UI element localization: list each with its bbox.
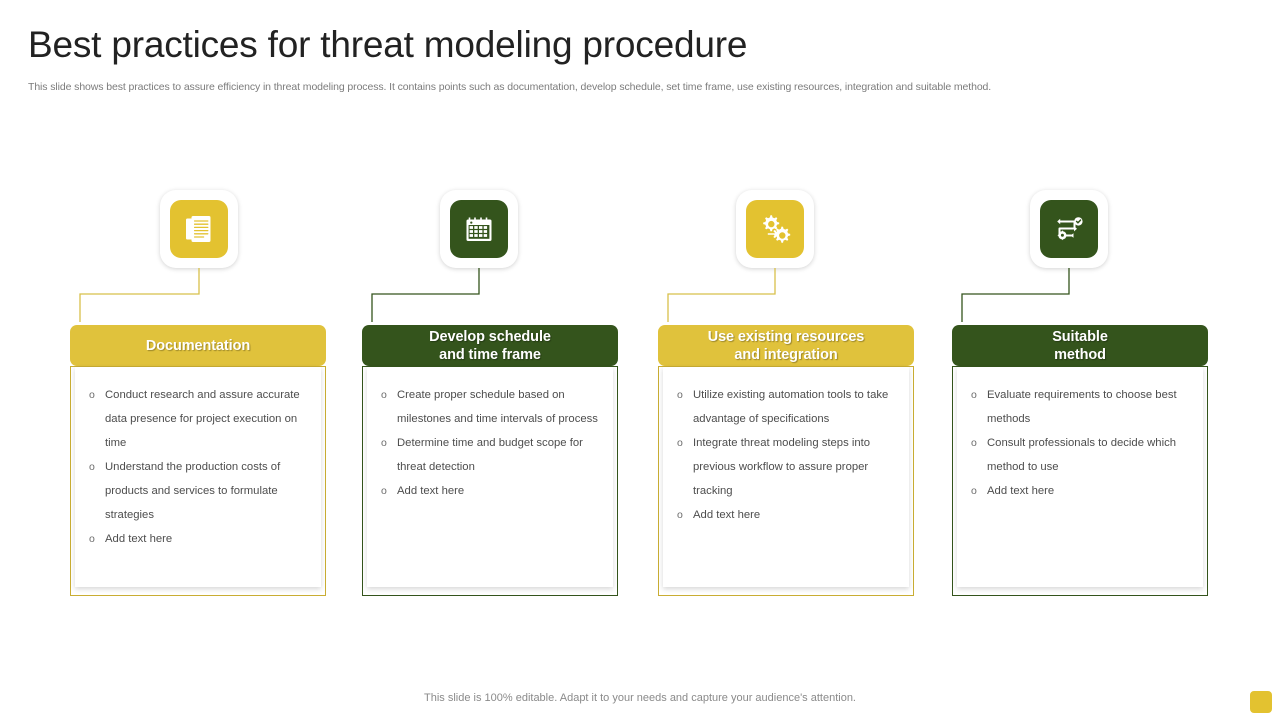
list-item: Determine time and budget scope for thre… bbox=[379, 431, 603, 479]
card-body-sheet: Utilize existing automation tools to tak… bbox=[663, 367, 909, 587]
card-heading-line: Suitable bbox=[1052, 328, 1108, 345]
page-subtitle: This slide shows best practices to assur… bbox=[28, 81, 992, 93]
card-body-sheet: Create proper schedule based on mileston… bbox=[367, 367, 613, 587]
icon-badge[interactable] bbox=[160, 190, 238, 268]
bullet-list: Utilize existing automation tools to tak… bbox=[675, 383, 899, 527]
card-body-sheet: Evaluate requirements to choose best met… bbox=[957, 367, 1203, 587]
card-heading-line: Documentation bbox=[145, 337, 251, 354]
connector-line bbox=[344, 268, 638, 322]
list-item: Integrate threat modeling steps into pre… bbox=[675, 431, 899, 503]
icon-badge[interactable] bbox=[1030, 190, 1108, 268]
list-item: Add text here bbox=[87, 527, 311, 551]
card-heading-line: Use existing resources bbox=[707, 328, 865, 345]
list-item: Conduct research and assure accurate dat… bbox=[87, 383, 311, 455]
footer-note: This slide is 100% editable. Adapt it to… bbox=[424, 692, 856, 704]
bullet-list: Conduct research and assure accurate dat… bbox=[87, 383, 311, 551]
connector-line bbox=[640, 268, 934, 322]
card-body-panel: Conduct research and assure accurate dat… bbox=[70, 366, 326, 596]
list-item: Consult professionals to decide which me… bbox=[969, 431, 1193, 479]
list-item: Understand the production costs of produ… bbox=[87, 455, 311, 527]
document-pages-icon bbox=[170, 200, 228, 258]
card-heading-line: method bbox=[1054, 346, 1106, 363]
bullet-list: Evaluate requirements to choose best met… bbox=[969, 383, 1193, 503]
icon-badge[interactable] bbox=[736, 190, 814, 268]
card-heading-line: and integration bbox=[734, 346, 838, 363]
bullet-list: Create proper schedule based on mileston… bbox=[379, 383, 603, 503]
list-item: Create proper schedule based on mileston… bbox=[379, 383, 603, 431]
card-body-sheet: Conduct research and assure accurate dat… bbox=[75, 367, 321, 587]
practice-columns: DocumentationConduct research and assure… bbox=[0, 190, 1280, 610]
list-item: Add text here bbox=[969, 479, 1193, 503]
icon-badge[interactable] bbox=[440, 190, 518, 268]
corner-accent-square bbox=[1250, 691, 1272, 713]
list-item: Add text here bbox=[379, 479, 603, 503]
calendar-icon bbox=[450, 200, 508, 258]
gears-icon bbox=[746, 200, 804, 258]
list-item: Add text here bbox=[675, 503, 899, 527]
connector-line bbox=[52, 268, 346, 322]
card-body-panel: Create proper schedule based on mileston… bbox=[362, 366, 618, 596]
card-heading[interactable]: Documentation bbox=[70, 325, 326, 366]
card-heading-line: and time frame bbox=[439, 346, 541, 363]
list-item: Evaluate requirements to choose best met… bbox=[969, 383, 1193, 431]
connector-line bbox=[934, 268, 1228, 322]
page-title: Best practices for threat modeling proce… bbox=[28, 24, 748, 65]
card-heading-line: Develop schedule bbox=[429, 328, 551, 345]
card-body-panel: Evaluate requirements to choose best met… bbox=[952, 366, 1208, 596]
card-body-panel: Utilize existing automation tools to tak… bbox=[658, 366, 914, 596]
workflow-check-icon bbox=[1040, 200, 1098, 258]
list-item: Utilize existing automation tools to tak… bbox=[675, 383, 899, 431]
